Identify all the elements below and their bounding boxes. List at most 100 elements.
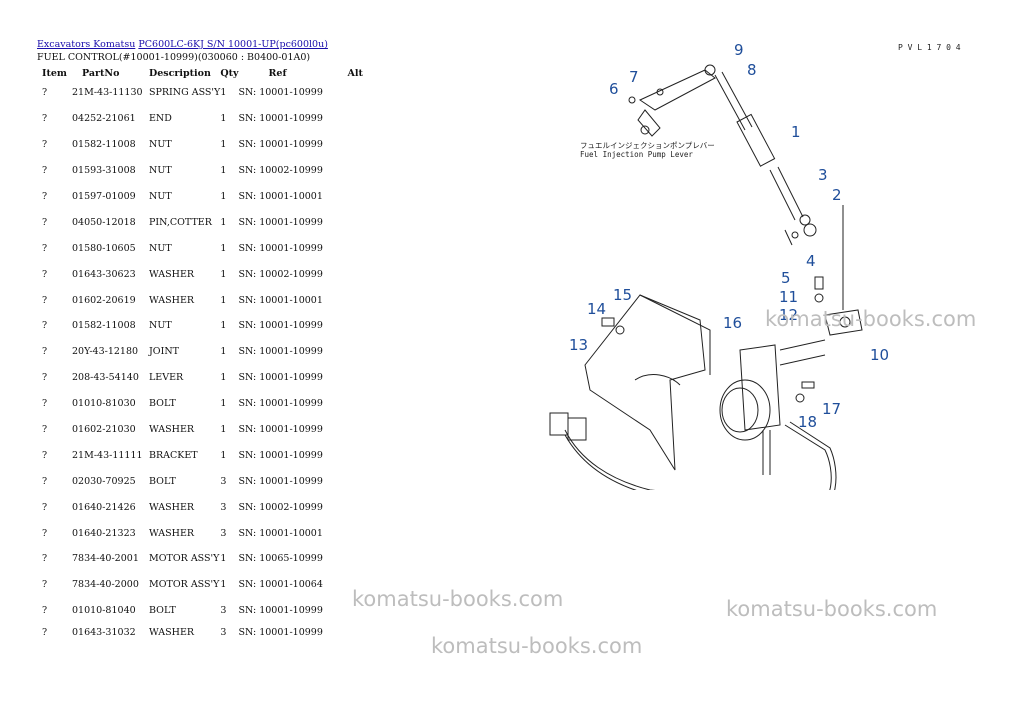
row-item: ?: [42, 627, 48, 639]
row-qty: 1: [220, 579, 227, 591]
fuel-control-diagram: P V L 1 7 0 4 フュエルインジェクションポンプレバー Fuel In…: [549, 41, 961, 490]
row-description: BOLT: [149, 475, 176, 487]
row-description: WASHER: [149, 294, 195, 306]
row-item: ?: [42, 527, 48, 539]
row-description: MOTOR ASS'Y: [149, 579, 220, 591]
table-header-row: Item PartNo Description Qty Ref Alt: [36, 66, 368, 80]
row-qty: 3: [220, 475, 227, 487]
row-partno: 04050-12018: [72, 216, 136, 228]
row-description: NUT: [149, 139, 172, 151]
row-alt: [348, 235, 368, 261]
row-item: ?: [42, 424, 48, 436]
breadcrumb-link-excavators[interactable]: Excavators Komatsu: [37, 39, 136, 50]
row-item: ?: [42, 579, 48, 591]
row-qty: 1: [220, 242, 227, 254]
row-item: ?: [42, 268, 48, 280]
row-qty: 1: [220, 424, 227, 436]
row-alt: [348, 624, 368, 642]
row-item: ?: [42, 553, 48, 565]
row-qty: 1: [220, 87, 227, 99]
row-item: ?: [42, 320, 48, 332]
row-alt: [348, 80, 368, 106]
row-description: END: [149, 113, 172, 125]
row-partno: 01602-21030: [72, 424, 136, 436]
row-partno: 01580-10605: [72, 242, 136, 254]
row-description: JOINT: [149, 346, 179, 358]
row-partno: 21M-43-11111: [72, 449, 143, 461]
row-item: ?: [42, 294, 48, 306]
row-description: WASHER: [149, 527, 195, 539]
row-description: BOLT: [149, 605, 176, 617]
row-ref: SN: 10001-10999: [238, 627, 323, 639]
row-ref: SN: 10001-10999: [238, 372, 323, 384]
row-ref: SN: 10001-10999: [238, 424, 323, 436]
row-alt: [348, 313, 368, 339]
row-partno: 04252-21061: [72, 113, 136, 125]
row-ref: SN: 10001-10999: [238, 113, 323, 125]
page-subtitle: FUEL CONTROL(#10001-10999)(030060 : B040…: [37, 52, 311, 63]
callout-4: 4: [806, 252, 816, 270]
row-qty: 3: [220, 501, 227, 513]
row-description: NUT: [149, 320, 172, 332]
row-alt: [348, 106, 368, 132]
row-item: ?: [42, 87, 48, 99]
watermark-3: komatsu-books.com: [726, 597, 938, 621]
header-ref: Ref: [268, 67, 287, 79]
bracket: [584, 294, 711, 471]
row-partno: 01582-11008: [72, 320, 136, 332]
row-qty: 1: [220, 398, 227, 410]
row-alt: [348, 184, 368, 210]
row-description: BRACKET: [149, 449, 198, 461]
row-alt: [348, 261, 368, 287]
nuts-washers: [784, 214, 817, 246]
row-description: WASHER: [149, 501, 195, 513]
breadcrumb-link-model[interactable]: PC600LC-6KJ S/N 10001-UP(pc600l0u): [138, 39, 328, 50]
row-partno: 01010-81030: [72, 398, 136, 410]
row-alt: [348, 287, 368, 313]
row-ref: SN: 10002-10999: [238, 501, 323, 513]
row-alt: [348, 520, 368, 546]
row-ref: SN: 10001-10064: [238, 579, 323, 591]
row-item: ?: [42, 501, 48, 513]
row-qty: 3: [220, 527, 227, 539]
row-qty: 1: [220, 113, 227, 125]
row-alt: [348, 158, 368, 184]
joint: [814, 205, 863, 336]
wire-harness: [549, 412, 837, 490]
row-ref: SN: 10065-10999: [238, 553, 323, 565]
callout-5: 5: [781, 269, 791, 287]
row-description: PIN,COTTER: [149, 216, 212, 228]
callout-13: 13: [569, 336, 588, 354]
row-item: ?: [42, 372, 48, 384]
row-partno: 01582-11008: [72, 139, 136, 151]
row-partno: 01640-21323: [72, 527, 136, 539]
row-qty: 1: [220, 449, 227, 461]
row-qty: 1: [220, 216, 227, 228]
row-item: ?: [42, 113, 48, 125]
row-description: WASHER: [149, 268, 195, 280]
row-ref: SN: 10001-10999: [238, 449, 323, 461]
row-ref: SN: 10001-10999: [238, 398, 323, 410]
row-partno: 01593-31008: [72, 165, 136, 177]
callout-15: 15: [613, 286, 632, 304]
watermark-4: komatsu-books.com: [431, 634, 643, 658]
row-alt: [348, 442, 368, 468]
caption-jp: フュエルインジェクションポンプレバー: [580, 141, 715, 150]
lever: [628, 64, 716, 137]
row-partno: 01602-20619: [72, 294, 136, 306]
row-qty: 1: [220, 268, 227, 280]
row-partno: 01643-31032: [72, 627, 136, 639]
row-ref: SN: 10001-10999: [238, 320, 323, 332]
